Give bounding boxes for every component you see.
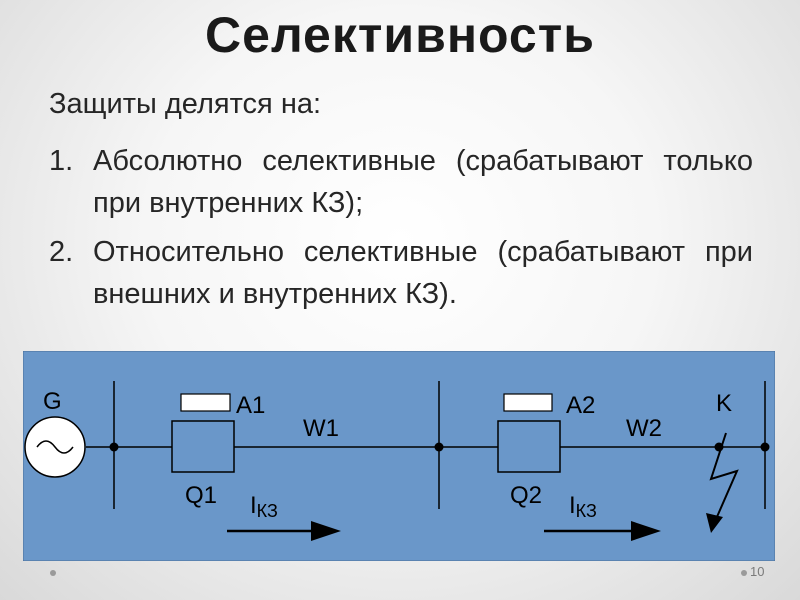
fault-label: K: [716, 390, 732, 417]
junction-dot: [760, 442, 770, 452]
generator-label: G: [43, 388, 62, 415]
circuit-diagram: G A1 Q1 W1 IКЗ A2 Q2 W2 IКЗ K: [22, 350, 776, 562]
junction-dot: [109, 442, 119, 452]
line-w1-label: W1: [303, 415, 339, 442]
list-text: Абсолютно селективные (срабатывают тольк…: [93, 145, 753, 219]
list-number: 1.: [49, 145, 74, 177]
relay-a2-label: A2: [566, 392, 595, 419]
relay-a2: [503, 393, 553, 412]
relay-a1: [180, 393, 231, 412]
breaker-q1-label: Q1: [185, 482, 217, 509]
slide-dot: [50, 570, 56, 576]
junction-dot: [434, 442, 444, 452]
breaker-q2: [497, 420, 561, 473]
list-number: 2.: [49, 236, 74, 268]
current-label: IКЗ: [250, 492, 278, 521]
generator-sine-icon: [24, 416, 86, 478]
line-w2-label: W2: [626, 415, 662, 442]
list-item: 1. Абсолютно селективные (срабатывают то…: [49, 140, 753, 224]
arrow-head: [311, 521, 341, 541]
diagram-background: [22, 350, 776, 562]
arrow-head: [631, 521, 661, 541]
intro-text: Защиты делятся на:: [49, 88, 322, 120]
current-label: IКЗ: [569, 492, 597, 521]
slide-dot: [741, 570, 747, 576]
breaker-q1: [171, 420, 235, 473]
fault-lightning-icon: [706, 432, 739, 533]
relay-a1-label: A1: [236, 392, 265, 419]
breaker-q2-label: Q2: [510, 482, 542, 509]
page-number: 10: [750, 564, 765, 579]
list-item: 2. Относительно селективные (срабатывают…: [49, 231, 753, 315]
list-text: Относительно селективные (срабатывают пр…: [93, 236, 753, 310]
slide-title: Селективность: [205, 7, 595, 63]
